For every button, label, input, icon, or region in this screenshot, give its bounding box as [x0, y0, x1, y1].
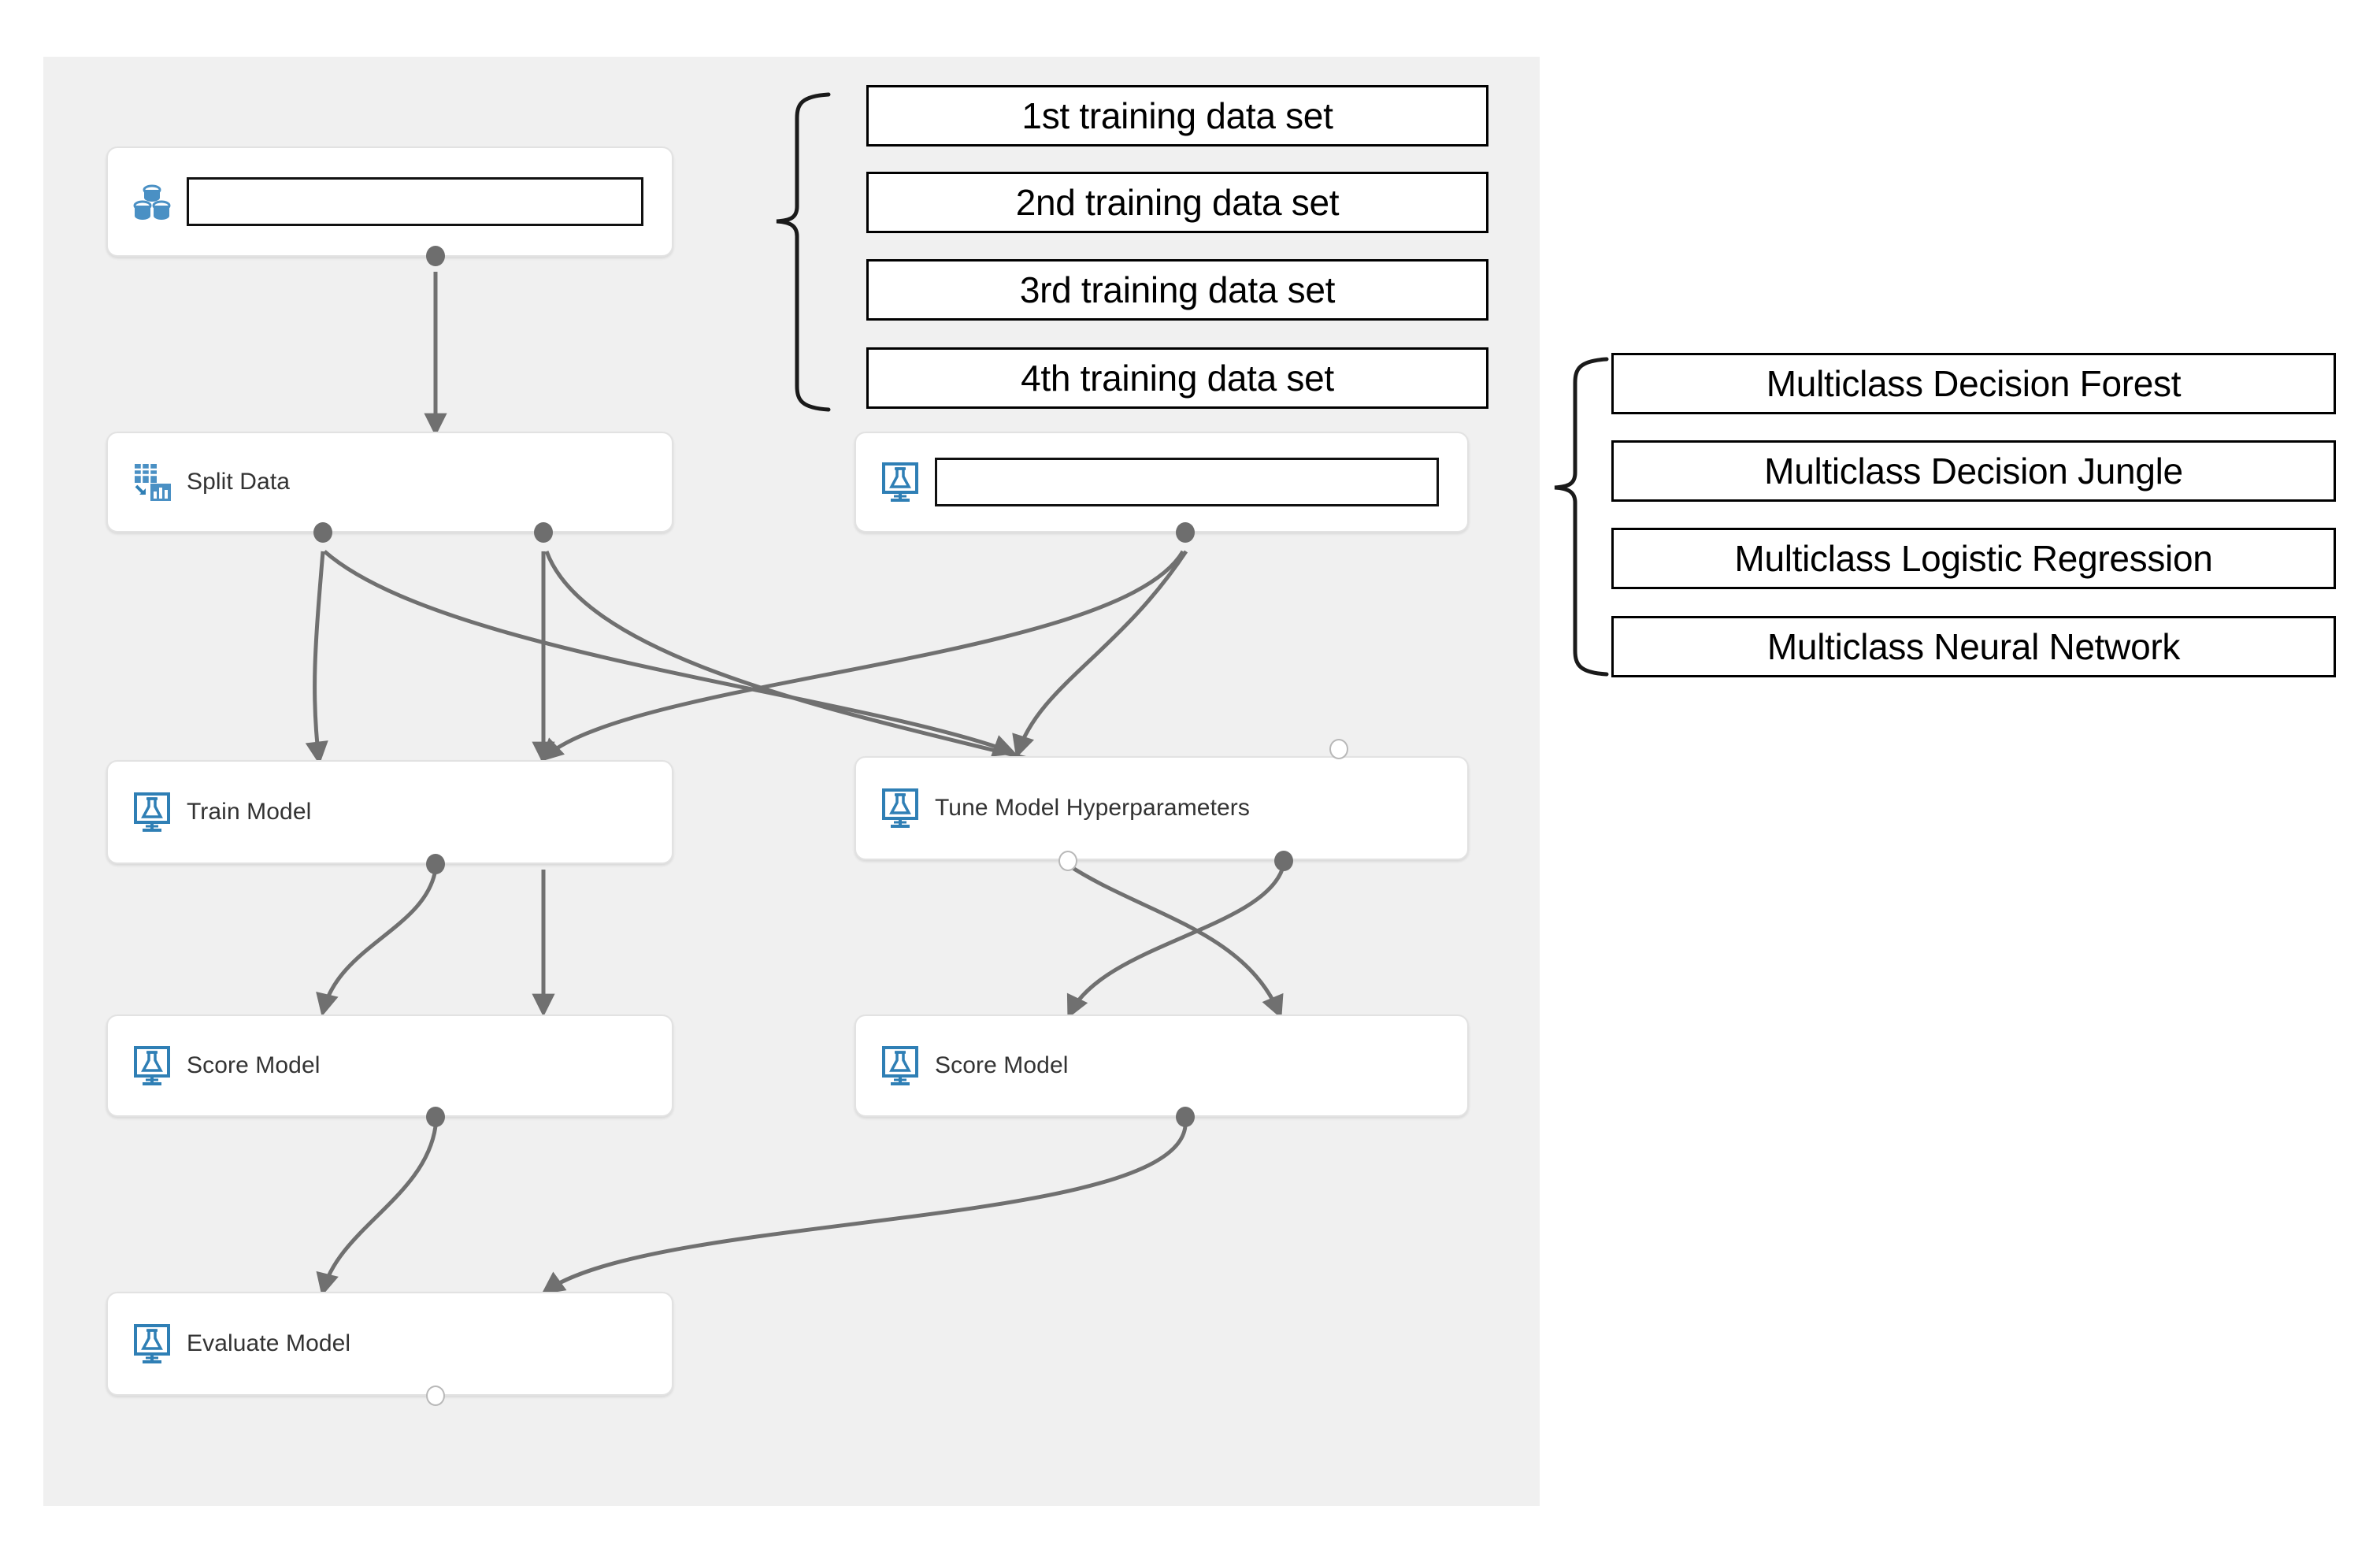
score-model-left-output-port[interactable] — [426, 1107, 445, 1127]
callout-dataset-option-1[interactable]: 1st training data set — [866, 85, 1488, 147]
database-icon — [130, 180, 174, 224]
module-tune-model-hyperparameters[interactable]: Tune Model Hyperparameters — [855, 756, 1469, 860]
module-score-model-left[interactable]: Score Model — [106, 1015, 673, 1117]
tune-model-label: Tune Model Hyperparameters — [935, 795, 1250, 821]
flask-icon — [878, 460, 922, 504]
algorithm-value-box[interactable] — [935, 458, 1439, 506]
callout-algorithm-option-1[interactable]: Multiclass Decision Forest — [1611, 353, 2336, 414]
dataset-value-box[interactable] — [187, 177, 643, 226]
flask-icon — [130, 1044, 174, 1088]
split-data-output-port-1[interactable] — [313, 522, 332, 543]
tune-model-output-port-1[interactable] — [1058, 851, 1077, 871]
flask-icon — [130, 1322, 174, 1366]
split-data-label: Split Data — [187, 469, 291, 495]
algorithm-output-port[interactable] — [1176, 522, 1195, 543]
train-model-label: Train Model — [187, 799, 312, 825]
dataset-output-port[interactable] — [426, 246, 445, 266]
flask-icon — [130, 790, 174, 834]
callout-dataset-option-3[interactable]: 3rd training data set — [866, 259, 1488, 321]
algorithm-brace — [1554, 357, 1609, 677]
callout-algorithm-option-3[interactable]: Multiclass Logistic Regression — [1611, 528, 2336, 589]
tune-model-input-port-3[interactable] — [1329, 739, 1348, 759]
callout-dataset-option-2[interactable]: 2nd training data set — [866, 172, 1488, 233]
callout-algorithm-option-4[interactable]: Multiclass Neural Network — [1611, 616, 2336, 677]
score-model-right-label: Score Model — [935, 1052, 1069, 1078]
evaluate-model-output-port[interactable] — [426, 1386, 445, 1406]
evaluate-model-label: Evaluate Model — [187, 1330, 351, 1356]
module-train-model[interactable]: Train Model — [106, 760, 673, 864]
split-data-icon — [130, 460, 174, 504]
flask-icon — [878, 786, 922, 830]
score-model-right-output-port[interactable] — [1176, 1107, 1195, 1127]
module-dataset[interactable] — [106, 147, 673, 257]
flask-icon — [878, 1044, 922, 1088]
tune-model-output-port-2[interactable] — [1274, 851, 1293, 871]
callout-dataset-option-4[interactable]: 4th training data set — [866, 347, 1488, 409]
callout-algorithm-option-2[interactable]: Multiclass Decision Jungle — [1611, 440, 2336, 502]
train-model-output-port[interactable] — [426, 854, 445, 874]
module-score-model-right[interactable]: Score Model — [855, 1015, 1469, 1117]
score-model-left-label: Score Model — [187, 1052, 321, 1078]
module-split-data[interactable]: Split Data — [106, 432, 673, 532]
module-evaluate-model[interactable]: Evaluate Model — [106, 1292, 673, 1396]
module-algorithm[interactable] — [855, 432, 1469, 532]
split-data-output-port-2[interactable] — [534, 522, 553, 543]
